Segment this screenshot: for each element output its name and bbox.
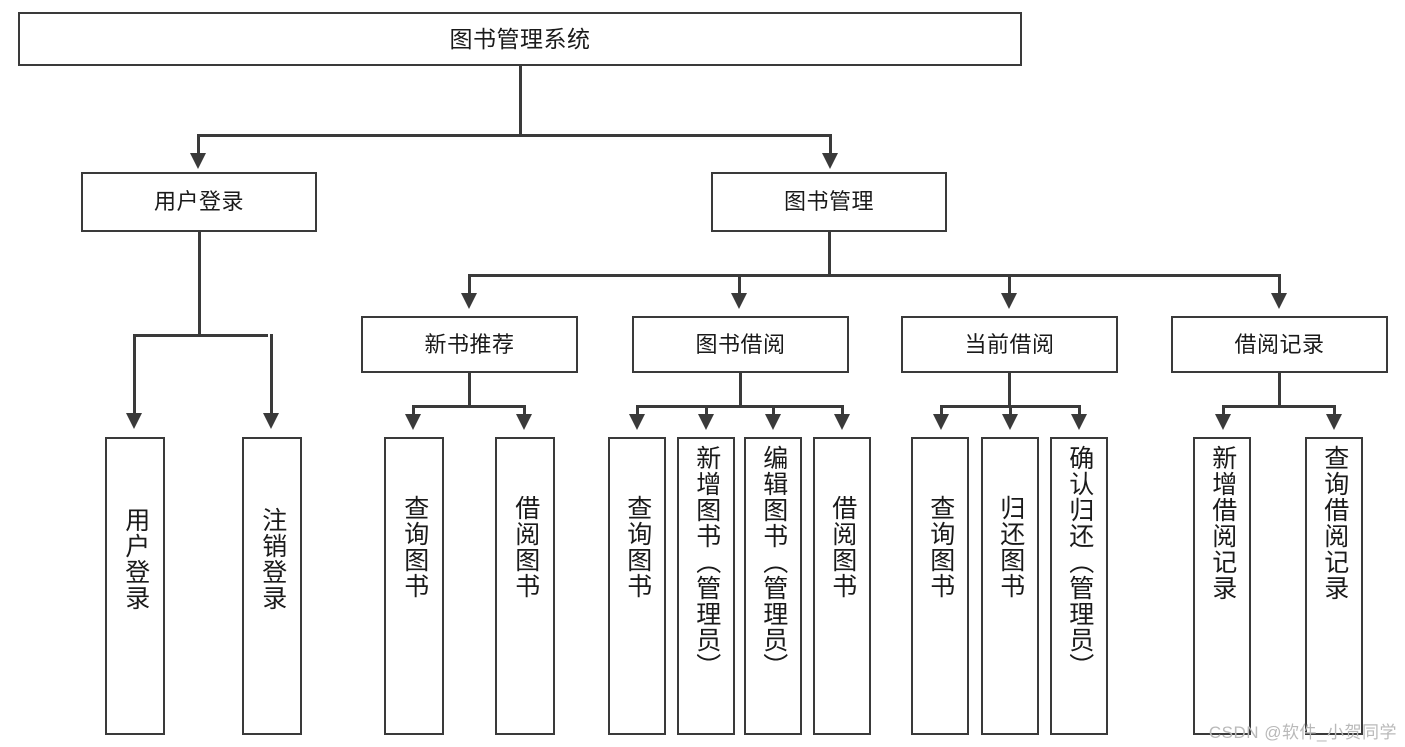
arrowhead-leaf-confirm-return	[1071, 414, 1087, 430]
node-borrow-record[interactable]: 借阅记录	[1171, 316, 1388, 373]
connector-book-borrow-split-bar	[636, 405, 843, 408]
node-label: 确认归还（管理员）	[1065, 445, 1094, 679]
connector-current-borrow-branch-1	[940, 405, 943, 417]
node-label: 新书推荐	[424, 331, 515, 357]
arrowhead-book-management	[822, 153, 838, 169]
connector-root-to-user-login	[197, 134, 200, 156]
connector-borrow-record-branch-1	[1222, 405, 1225, 417]
node-label: 查询借阅记录	[1320, 445, 1349, 601]
arrowhead-leaf-user-login	[126, 413, 142, 429]
arrowhead-user-login	[190, 153, 206, 169]
connector-bm-to-new-book	[468, 274, 471, 296]
leaf-add-book-admin[interactable]: 新增图书（管理员）	[677, 437, 735, 735]
node-label: 图书借阅	[695, 331, 786, 357]
node-label: 归还图书	[996, 495, 1025, 599]
connector-user-login-split-bar	[133, 334, 268, 337]
connector-user-login-branch-1	[133, 334, 136, 416]
connector-current-borrow-stem	[1008, 373, 1011, 407]
node-label: 查询图书	[400, 495, 429, 599]
leaf-borrow-book[interactable]: 借阅图书	[813, 437, 871, 735]
connector-borrow-record-branch-2	[1333, 405, 1336, 417]
node-label: 当前借阅	[964, 331, 1055, 357]
node-label: 借阅图书	[828, 495, 857, 599]
arrowhead-leaf-query-book-2	[629, 414, 645, 430]
node-current-borrow[interactable]: 当前借阅	[901, 316, 1118, 373]
arrowhead-new-book-recommend	[461, 293, 477, 309]
leaf-user-login[interactable]: 用户登录	[105, 437, 165, 735]
connector-current-borrow-branch-2	[1009, 405, 1012, 417]
arrowhead-leaf-query-book-1	[405, 414, 421, 430]
node-label: 图书管理	[783, 189, 874, 215]
connector-new-book-branch-1	[412, 405, 415, 417]
connector-book-borrow-branch-4	[841, 405, 844, 417]
node-root-book-management-system[interactable]: 图书管理系统	[18, 12, 1022, 66]
connector-book-borrow-branch-2	[705, 405, 708, 417]
node-label: 借阅图书	[511, 495, 540, 599]
arrowhead-leaf-borrow-book-1	[516, 414, 532, 430]
connector-root-split-bar	[197, 134, 831, 137]
arrowhead-current-borrow	[1001, 293, 1017, 309]
connector-book-management-split-bar	[468, 274, 1280, 277]
connector-book-borrow-branch-3	[772, 405, 775, 417]
leaf-query-borrow-record[interactable]: 查询借阅记录	[1305, 437, 1363, 735]
leaf-query-book-borrow[interactable]: 查询图书	[608, 437, 666, 735]
node-label: 新增借阅记录	[1208, 445, 1237, 601]
connector-borrow-record-split-bar	[1222, 405, 1335, 408]
connector-bm-to-current-borrow	[1008, 274, 1011, 296]
connector-bm-to-borrow-record	[1278, 274, 1281, 296]
node-label: 图书管理系统	[449, 25, 591, 52]
node-label: 用户登录	[153, 189, 244, 215]
node-label: 查询图书	[623, 495, 652, 599]
connector-new-book-stem	[468, 373, 471, 407]
node-label: 注销登录	[258, 507, 287, 611]
arrowhead-borrow-record	[1271, 293, 1287, 309]
connector-bm-to-book-borrow	[738, 274, 741, 296]
connector-root-to-book-management	[829, 134, 832, 156]
connector-book-borrow-branch-1	[636, 405, 639, 417]
node-book-management[interactable]: 图书管理	[711, 172, 947, 232]
leaf-return-book[interactable]: 归还图书	[981, 437, 1039, 735]
leaf-confirm-return-admin[interactable]: 确认归还（管理员）	[1050, 437, 1108, 735]
node-label: 编辑图书（管理员）	[759, 445, 788, 679]
leaf-logout[interactable]: 注销登录	[242, 437, 302, 735]
connector-root-stem	[519, 66, 522, 136]
arrowhead-leaf-query-book-3	[933, 414, 949, 430]
connector-user-login-branch-2	[270, 334, 273, 416]
node-book-borrow[interactable]: 图书借阅	[632, 316, 849, 373]
leaf-query-book-current[interactable]: 查询图书	[911, 437, 969, 735]
arrowhead-leaf-logout	[263, 413, 279, 429]
arrowhead-leaf-edit-book	[765, 414, 781, 430]
arrowhead-leaf-borrow-book-2	[834, 414, 850, 430]
leaf-edit-book-admin[interactable]: 编辑图书（管理员）	[744, 437, 802, 735]
leaf-borrow-book-recommend[interactable]: 借阅图书	[495, 437, 555, 735]
connector-book-management-stem	[828, 232, 831, 276]
node-label: 查询图书	[926, 495, 955, 599]
leaf-add-borrow-record[interactable]: 新增借阅记录	[1193, 437, 1251, 735]
node-label: 用户登录	[121, 507, 150, 611]
arrowhead-leaf-add-book	[698, 414, 714, 430]
node-label: 新增图书（管理员）	[692, 445, 721, 679]
node-label: 借阅记录	[1234, 331, 1325, 357]
node-new-book-recommend[interactable]: 新书推荐	[361, 316, 578, 373]
connector-new-book-split-bar	[412, 405, 525, 408]
arrowhead-leaf-add-borrow-record	[1215, 414, 1231, 430]
connector-book-borrow-stem	[739, 373, 742, 407]
arrowhead-book-borrow	[731, 293, 747, 309]
node-user-login[interactable]: 用户登录	[81, 172, 317, 232]
leaf-query-book-recommend[interactable]: 查询图书	[384, 437, 444, 735]
watermark-text: CSDN @软件_小贺同学	[1208, 723, 1397, 742]
arrowhead-leaf-query-borrow-record	[1326, 414, 1342, 430]
connector-new-book-branch-2	[523, 405, 526, 417]
connector-current-borrow-branch-3	[1078, 405, 1081, 417]
connector-borrow-record-stem	[1278, 373, 1281, 407]
connector-user-login-stem	[198, 232, 201, 336]
arrowhead-leaf-return-book	[1002, 414, 1018, 430]
